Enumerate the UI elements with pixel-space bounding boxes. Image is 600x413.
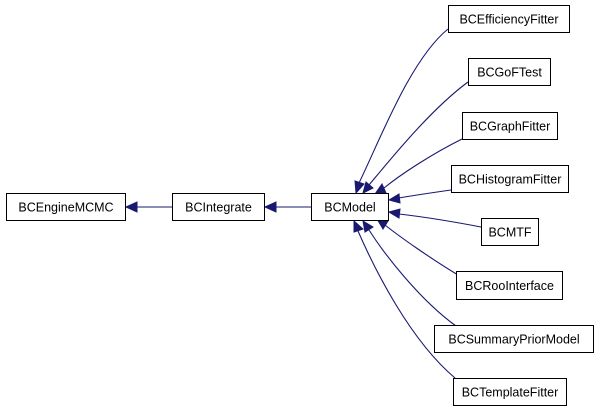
edge-graph-to-model-arrowhead [373, 182, 387, 195]
edge-goftest-to-model [368, 81, 469, 186]
node-bcgraphfitter-box [462, 112, 558, 140]
edge-integrate-to-engine-arrowhead [124, 201, 138, 213]
node-bcmodel-box [311, 193, 389, 221]
edge-histogram-to-model-arrowhead [387, 193, 401, 204]
node-bcroointerface-box [456, 271, 563, 300]
edges [124, 28, 482, 379]
edge-efficiency-to-model-arrowhead [354, 180, 365, 195]
node-bcintegrate-label: BCIntegrate [185, 201, 252, 215]
edge-template-to-model [357, 230, 456, 379]
node-bcmodel-label: BCModel [324, 201, 375, 215]
node-bcgoftest[interactable]: BCGoFTest [468, 58, 551, 86]
nodes: BCEngineMCMC BCIntegrate BCModel BCEffic… [6, 5, 594, 406]
node-bcmtf[interactable]: BCMTF [481, 218, 539, 246]
edge-roo-to-model [384, 224, 459, 276]
node-bcmodel[interactable]: BCModel [311, 193, 389, 221]
node-bcenginemcmc-label: BCEngineMCMC [18, 201, 113, 215]
node-bchistogramfitter-label: BCHistogramFitter [459, 173, 562, 187]
node-bcroointerface[interactable]: BCRooInterface [456, 271, 563, 300]
edge-goftest-to-model-arrowhead [362, 181, 374, 194]
node-bcenginemcmc[interactable]: BCEngineMCMC [6, 193, 126, 221]
node-bcefficiencyfitter[interactable]: BCEfficiencyFitter [448, 5, 570, 33]
node-bcroointerface-label: BCRooInterface [465, 279, 554, 293]
edge-mtf-to-model [398, 213, 482, 228]
node-bcmtf-label: BCMTF [488, 226, 531, 240]
edge-mtf-to-model-arrowhead [387, 208, 401, 219]
node-bctemplatefitter-label: BCTemplateFitter [462, 386, 559, 400]
edge-graph-to-model [383, 138, 463, 189]
edge-summary-to-model-arrowhead [362, 220, 374, 233]
node-bcgraphfitter[interactable]: BCGraphFitter [462, 112, 558, 140]
edge-histogram-to-model [398, 189, 452, 199]
node-bcgraphfitter-label: BCGraphFitter [470, 120, 551, 134]
edge-efficiency-to-model [358, 28, 449, 184]
node-bcintegrate-box [172, 193, 265, 221]
node-bchistogramfitter[interactable]: BCHistogramFitter [451, 165, 569, 193]
node-bchistogramfitter-box [451, 165, 569, 193]
node-bctemplatefitter[interactable]: BCTemplateFitter [453, 378, 567, 406]
node-bcsummarypriormodel-label: BCSummaryPriorModel [448, 333, 579, 347]
node-bcenginemcmc-box [6, 193, 126, 221]
edge-summary-to-model [368, 229, 457, 327]
node-bcintegrate[interactable]: BCIntegrate [172, 193, 265, 221]
node-bcmtf-box [481, 218, 539, 246]
node-bcsummarypriormodel[interactable]: BCSummaryPriorModel [434, 325, 594, 353]
node-bctemplatefitter-box [453, 378, 567, 406]
edge-template-to-model-arrowhead [353, 219, 364, 233]
node-bcsummarypriormodel-box [434, 325, 594, 353]
node-bcgoftest-label: BCGoFTest [477, 66, 542, 80]
edge-model-to-integrate-arrowhead [263, 201, 277, 213]
node-bcefficiencyfitter-label: BCEfficiencyFitter [459, 13, 558, 27]
node-bcgoftest-box [468, 58, 551, 86]
node-bcefficiencyfitter-box [448, 5, 570, 33]
